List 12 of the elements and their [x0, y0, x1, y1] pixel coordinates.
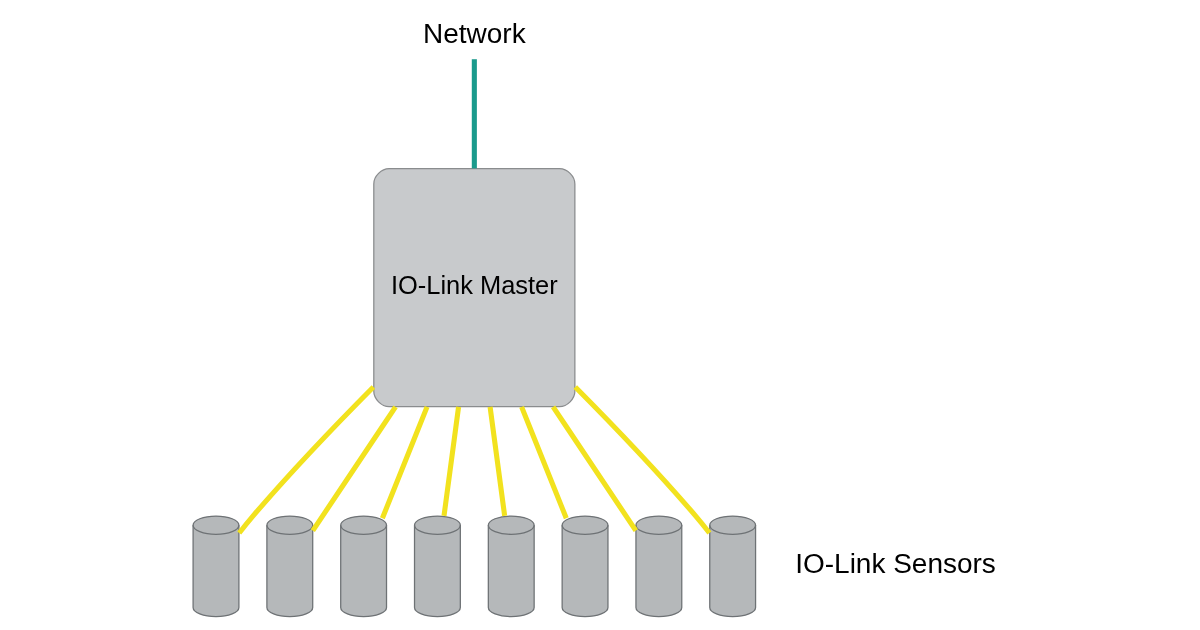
node-text: Network [423, 18, 526, 50]
connector [310, 405, 398, 533]
connector [441, 406, 462, 517]
label: IO-Link Sensors [795, 548, 996, 580]
connector [237, 385, 376, 535]
node-box: IO-Link Master [373, 168, 576, 408]
connector [380, 405, 430, 520]
connector [519, 405, 569, 520]
connector [551, 405, 638, 533]
connector [471, 59, 477, 169]
connector [487, 406, 508, 517]
connector [573, 385, 712, 535]
